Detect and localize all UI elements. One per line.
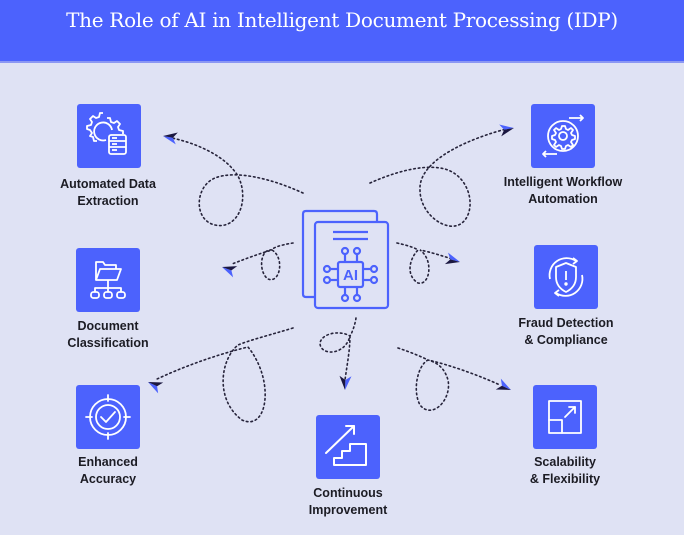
label-fraud-detection: Fraud Detection & Compliance bbox=[518, 316, 614, 347]
target-check-icon bbox=[85, 394, 131, 440]
connector-scalability bbox=[397, 347, 501, 411]
label-intelligent-workflow: Intelligent Workflow Automation bbox=[503, 175, 623, 206]
connector-fraud-detection bbox=[396, 242, 456, 284]
card-continuous-improvement bbox=[316, 415, 380, 479]
shield-alert-icon bbox=[548, 257, 584, 297]
label-automated-data-extraction: Automated Data Extraction bbox=[60, 177, 156, 208]
stairs-growth-icon bbox=[325, 425, 367, 466]
arrowhead-fraud-detection bbox=[444, 252, 460, 265]
label-continuous-improvement: Continuous Improvement bbox=[308, 486, 388, 517]
header-banner: The Role of AI in Intelligent Document P… bbox=[0, 0, 684, 63]
card-scalability bbox=[533, 385, 597, 449]
gear-cycle-icon bbox=[542, 114, 584, 158]
connector-document-classification bbox=[231, 242, 294, 281]
arrowhead-intelligent-workflow bbox=[499, 124, 514, 137]
label-scalability: Scalability & Flexibility bbox=[529, 455, 601, 486]
connector-continuous-improvement bbox=[319, 317, 357, 381]
connector-intelligent-workflow bbox=[369, 127, 511, 227]
card-document-classification bbox=[76, 248, 140, 312]
label-enhanced-accuracy: Enhanced Accuracy bbox=[78, 455, 138, 486]
arrowhead-scalability bbox=[495, 378, 511, 390]
folder-hierarchy-icon bbox=[90, 261, 126, 299]
connector-enhanced-accuracy bbox=[154, 327, 294, 423]
card-automated-data-extraction bbox=[77, 104, 141, 168]
card-intelligent-workflow bbox=[531, 104, 595, 168]
ai-document-icon bbox=[301, 209, 390, 310]
card-enhanced-accuracy bbox=[76, 385, 140, 449]
ai-chip-label: AI bbox=[343, 267, 358, 284]
card-fraud-detection bbox=[534, 245, 598, 309]
connector-automated-data-extraction bbox=[171, 137, 304, 227]
label-document-classification: Document Classification bbox=[67, 319, 149, 350]
gear-database-icon bbox=[86, 112, 127, 155]
arrowhead-automated-data-extraction bbox=[163, 132, 178, 145]
arrowhead-enhanced-accuracy bbox=[148, 382, 164, 394]
scale-expand-icon bbox=[548, 400, 582, 434]
page-title: The Role of AI in Intelligent Document P… bbox=[66, 8, 618, 32]
